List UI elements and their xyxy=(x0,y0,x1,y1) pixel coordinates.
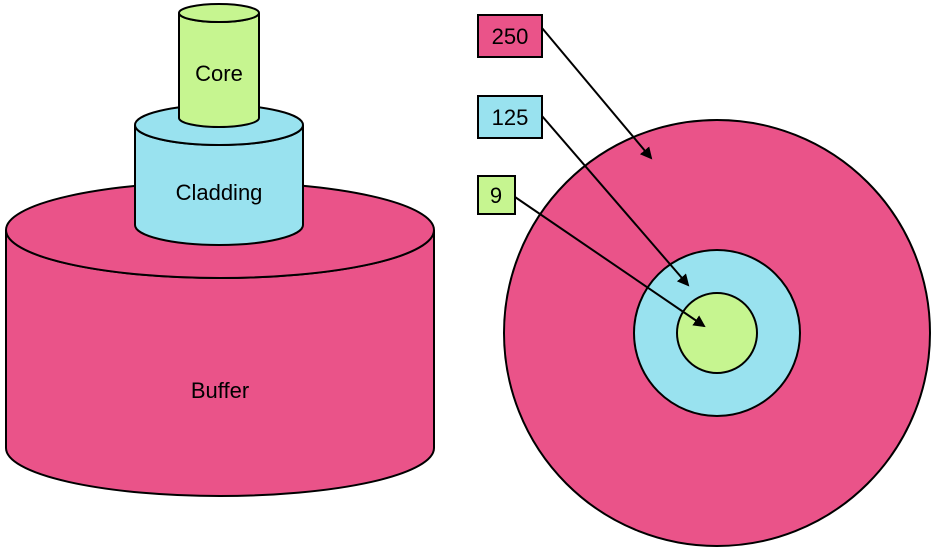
core-value: 9 xyxy=(490,183,502,208)
core-cylinder: Core xyxy=(178,3,260,128)
arrow-9 xyxy=(514,196,706,328)
core-label: Core xyxy=(195,61,243,86)
cross-section xyxy=(503,119,931,547)
value-box-250: 250 xyxy=(477,14,543,58)
stacked-cylinder: Buffer Cladding Core xyxy=(5,3,435,497)
value-box-125: 125 xyxy=(477,95,543,139)
cladding-label: Cladding xyxy=(176,180,263,205)
arrow-250 xyxy=(541,27,653,160)
core-circle xyxy=(676,292,758,374)
value-box-9: 9 xyxy=(477,175,516,215)
cladding-value: 125 xyxy=(492,105,529,130)
arrow-125 xyxy=(541,115,690,287)
buffer-value: 250 xyxy=(492,24,529,49)
buffer-label: Buffer xyxy=(191,378,249,403)
